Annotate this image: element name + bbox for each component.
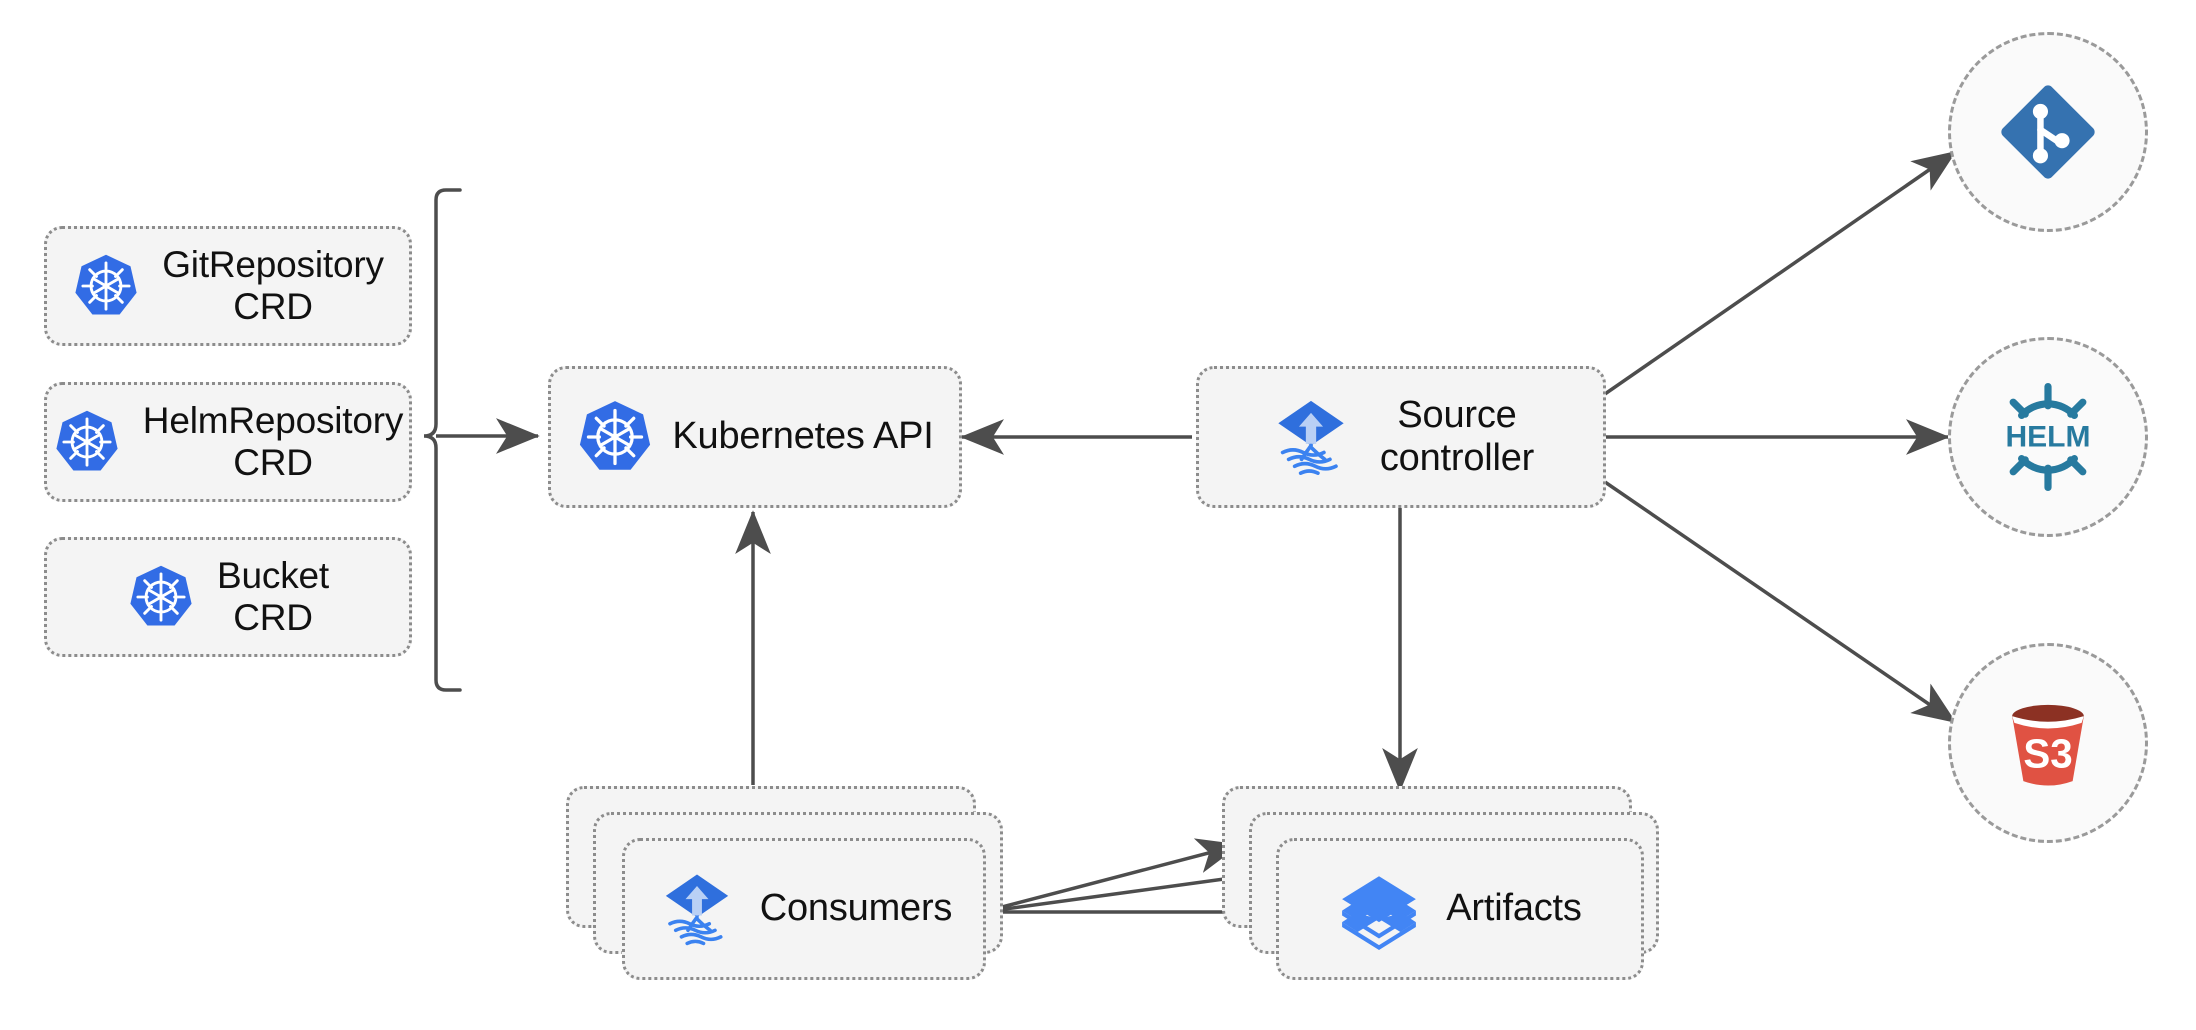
- gitrepository-crd[interactable]: GitRepository CRD: [44, 226, 412, 346]
- helmrepository-crd[interactable]: HelmRepository CRD: [44, 382, 412, 502]
- consumers-label: Consumers: [759, 887, 953, 930]
- kubernetes-icon: [75, 254, 137, 315]
- layers-icon: [1342, 876, 1417, 950]
- arrow-consumers-to-artifacts-mid: [982, 861, 1270, 914]
- git-icon: [2001, 85, 2095, 179]
- helm-service[interactable]: HELM: [1948, 337, 2148, 537]
- s3-bucket-icon: S3: [2012, 704, 2084, 786]
- kubernetes-api-node[interactable]: Kubernetes API: [548, 366, 962, 508]
- kubernetes-icon: [130, 565, 192, 626]
- s3-wordmark: S3: [2023, 731, 2072, 777]
- flux-icon: [665, 874, 728, 946]
- bucket-crd-label: Bucket CRD: [217, 554, 329, 638]
- kubernetes-icon: [56, 410, 118, 471]
- kubernetes-api-label: Kubernetes API: [672, 415, 934, 458]
- artifacts-node[interactable]: Artifacts: [1276, 838, 1644, 980]
- arrow-source-controller-to-s3: [1601, 478, 1957, 724]
- source-controller-node[interactable]: Source controller: [1196, 366, 1606, 508]
- flux-icon: [1278, 400, 1344, 475]
- consumers-node[interactable]: Consumers: [622, 838, 986, 980]
- git-service[interactable]: [1948, 32, 2148, 232]
- arrow-source-controller-to-git: [1601, 150, 1957, 398]
- helm-wordmark: HELM: [2006, 421, 2091, 454]
- helmrepository-crd-label: HelmRepository CRD: [142, 399, 404, 483]
- gitrepository-crd-label: GitRepository CRD: [162, 243, 384, 327]
- s3-service[interactable]: S3: [1948, 643, 2148, 843]
- helm-icon: HELM: [2006, 383, 2091, 491]
- arrow-consumers-to-artifacts-back: [982, 838, 1241, 914]
- artifacts-label: Artifacts: [1446, 887, 1582, 930]
- crd-group-bracket: [423, 188, 462, 692]
- source-controller-label: Source controller: [1379, 393, 1535, 479]
- bucket-crd[interactable]: Bucket CRD: [44, 537, 412, 657]
- kubernetes-icon: [580, 401, 651, 470]
